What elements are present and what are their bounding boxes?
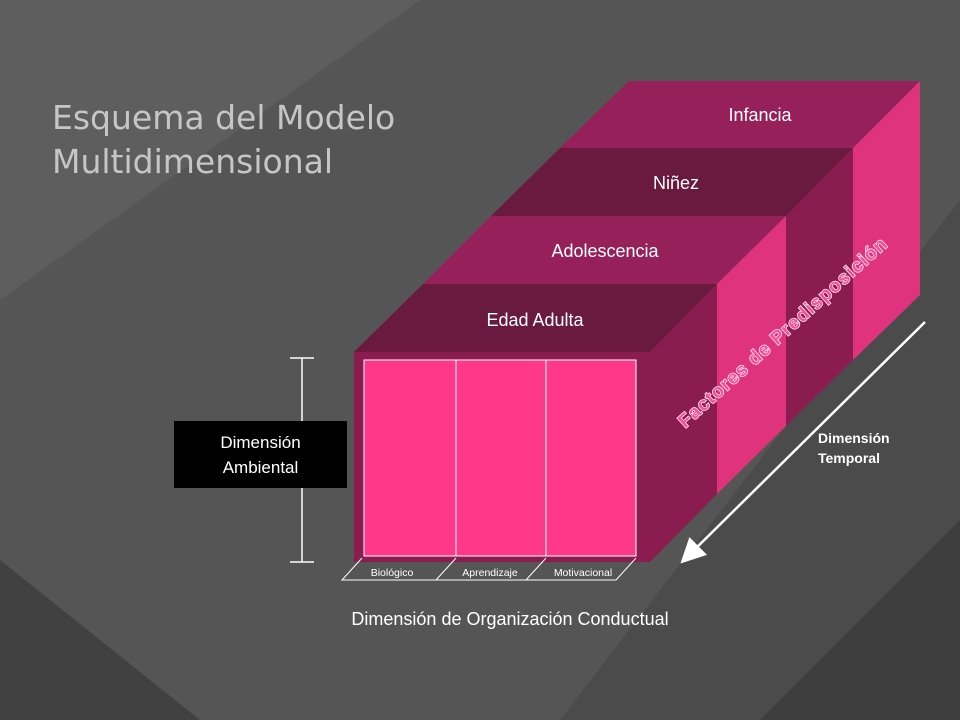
column-label: Aprendizaje bbox=[462, 567, 518, 579]
temporal-arrow bbox=[680, 321, 926, 564]
layer-label: Adolescencia bbox=[551, 241, 659, 261]
column-label: Biológico bbox=[371, 567, 414, 579]
front-column-biologico bbox=[363, 359, 457, 557]
temporal-dimension-label: Dimensión Temporal bbox=[818, 430, 890, 466]
layer-infancia bbox=[560, 81, 920, 148]
layer-edad-adulta bbox=[354, 284, 717, 352]
layer-ninez bbox=[491, 148, 853, 216]
page-title: Esquema del Modelo Multidimensional bbox=[52, 98, 396, 181]
organization-dimension-label: Dimensión de Organización Conductual bbox=[351, 609, 669, 629]
front-column-motivacional bbox=[545, 359, 637, 557]
front-column-aprendizaje bbox=[455, 359, 547, 557]
layer-adolescencia bbox=[423, 216, 786, 284]
side-stripe bbox=[786, 148, 853, 426]
bottom-divider bbox=[525, 557, 547, 581]
layer-label: Edad Adulta bbox=[486, 310, 584, 330]
bottom-divider bbox=[435, 557, 457, 581]
side-stripe bbox=[853, 81, 920, 360]
ambient-dimension-box: Dimensión Ambiental bbox=[174, 421, 347, 488]
layer-label: Niñez bbox=[653, 173, 699, 193]
side-stripe bbox=[650, 284, 717, 562]
side-stripe bbox=[717, 216, 786, 494]
ambient-dimension-label: Dimensión Ambiental bbox=[220, 432, 301, 477]
column-label: Motivacional bbox=[554, 567, 612, 579]
bottom-bracket bbox=[340, 557, 637, 581]
layer-label: Infancia bbox=[728, 105, 792, 125]
